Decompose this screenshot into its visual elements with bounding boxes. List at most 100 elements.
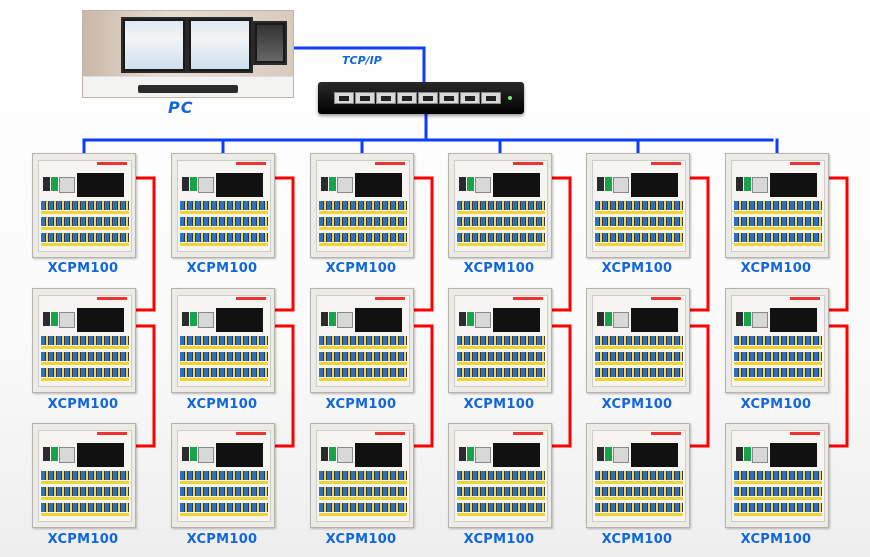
cabinet-red-strip xyxy=(375,297,405,300)
cabinet-panel xyxy=(316,295,410,387)
terminal-row xyxy=(180,378,268,381)
terminal-row xyxy=(41,471,129,480)
controller-cabinet-icon xyxy=(32,153,136,258)
controller-module-icon xyxy=(493,173,540,197)
terminal-row xyxy=(457,503,545,512)
terminal-row xyxy=(595,481,683,484)
breaker-icon xyxy=(190,447,197,461)
terminal-row xyxy=(319,368,407,377)
terminal-row xyxy=(180,362,268,365)
terminal-row xyxy=(41,497,129,500)
breaker-icon xyxy=(736,177,743,191)
cabinet-red-strip xyxy=(651,162,681,165)
controller-cabinet-icon xyxy=(725,288,829,393)
controller-cabinet-icon xyxy=(310,423,414,528)
terminal-row xyxy=(41,378,129,381)
terminal-row xyxy=(457,471,545,480)
terminal-row xyxy=(595,227,683,230)
power-supply-icon xyxy=(475,312,491,328)
terminal-row xyxy=(41,362,129,365)
terminal-row xyxy=(457,497,545,500)
terminal-row xyxy=(319,336,407,345)
power-supply-icon xyxy=(613,177,629,193)
switch-port xyxy=(460,92,480,104)
terminal-row xyxy=(319,378,407,381)
power-supply-icon xyxy=(59,312,75,328)
terminal-row xyxy=(457,352,545,361)
breaker-icon xyxy=(182,447,189,461)
device-label: XCPM100 xyxy=(47,397,119,412)
terminal-row xyxy=(180,346,268,349)
cabinet-red-strip xyxy=(513,432,543,435)
terminal-row xyxy=(734,243,822,246)
breaker-icon xyxy=(459,447,466,461)
power-supply-icon xyxy=(475,447,491,463)
device-label: XCPM100 xyxy=(186,532,258,547)
breaker-icon xyxy=(190,177,197,191)
controller-module-icon xyxy=(631,173,678,197)
controller-module-icon xyxy=(355,173,402,197)
controller-cabinet-icon xyxy=(32,288,136,393)
controller-cabinet-icon xyxy=(586,288,690,393)
controller-module-icon xyxy=(631,443,678,467)
controller-module-icon xyxy=(355,308,402,332)
cabinet-red-strip xyxy=(790,297,820,300)
switch-port xyxy=(397,92,417,104)
network-switch-icon xyxy=(318,82,524,114)
controller-cabinet-icon xyxy=(448,153,552,258)
breaker-icon xyxy=(43,177,50,191)
cabinet-red-strip xyxy=(651,432,681,435)
terminal-row xyxy=(734,211,822,214)
breaker-icon xyxy=(597,447,604,461)
power-supply-icon xyxy=(198,312,214,328)
terminal-row xyxy=(457,336,545,345)
terminal-row xyxy=(595,487,683,496)
cabinet-red-strip xyxy=(236,432,266,435)
cabinet-red-strip xyxy=(790,432,820,435)
cabinet-red-strip xyxy=(375,162,405,165)
terminal-row xyxy=(595,503,683,512)
controller-cabinet-icon xyxy=(171,153,275,258)
power-supply-icon xyxy=(198,447,214,463)
controller-module-icon xyxy=(493,443,540,467)
breaker-icon xyxy=(605,177,612,191)
device-label: XCPM100 xyxy=(325,397,397,412)
terminal-row xyxy=(595,362,683,365)
switch-port xyxy=(334,92,354,104)
breaker-icon xyxy=(51,447,58,461)
cabinet-panel xyxy=(316,430,410,522)
breaker-icon xyxy=(43,447,50,461)
cabinet-red-strip xyxy=(97,297,127,300)
controller-module-icon xyxy=(493,308,540,332)
controller-cabinet-icon xyxy=(586,153,690,258)
terminal-row xyxy=(457,378,545,381)
terminal-row xyxy=(734,233,822,242)
terminal-row xyxy=(457,243,545,246)
terminal-row xyxy=(595,471,683,480)
terminal-row xyxy=(595,243,683,246)
terminal-row xyxy=(41,481,129,484)
controller-module-icon xyxy=(77,443,124,467)
breaker-icon xyxy=(597,177,604,191)
breaker-icon xyxy=(736,312,743,326)
device-label: XCPM100 xyxy=(601,397,673,412)
terminal-row xyxy=(319,227,407,230)
terminal-row xyxy=(41,233,129,242)
terminal-row xyxy=(457,227,545,230)
terminal-row xyxy=(180,352,268,361)
power-supply-icon xyxy=(198,177,214,193)
terminal-row xyxy=(734,227,822,230)
terminal-row xyxy=(457,217,545,226)
controller-module-icon xyxy=(770,443,817,467)
terminal-row xyxy=(180,243,268,246)
terminal-row xyxy=(180,233,268,242)
terminal-row xyxy=(734,201,822,210)
cabinet-red-strip xyxy=(97,432,127,435)
terminal-row xyxy=(457,481,545,484)
cabinet-panel xyxy=(177,430,271,522)
terminal-row xyxy=(319,487,407,496)
cabinet-panel xyxy=(454,295,548,387)
terminal-row xyxy=(41,368,129,377)
device-label: XCPM100 xyxy=(740,397,812,412)
terminal-row xyxy=(734,503,822,512)
